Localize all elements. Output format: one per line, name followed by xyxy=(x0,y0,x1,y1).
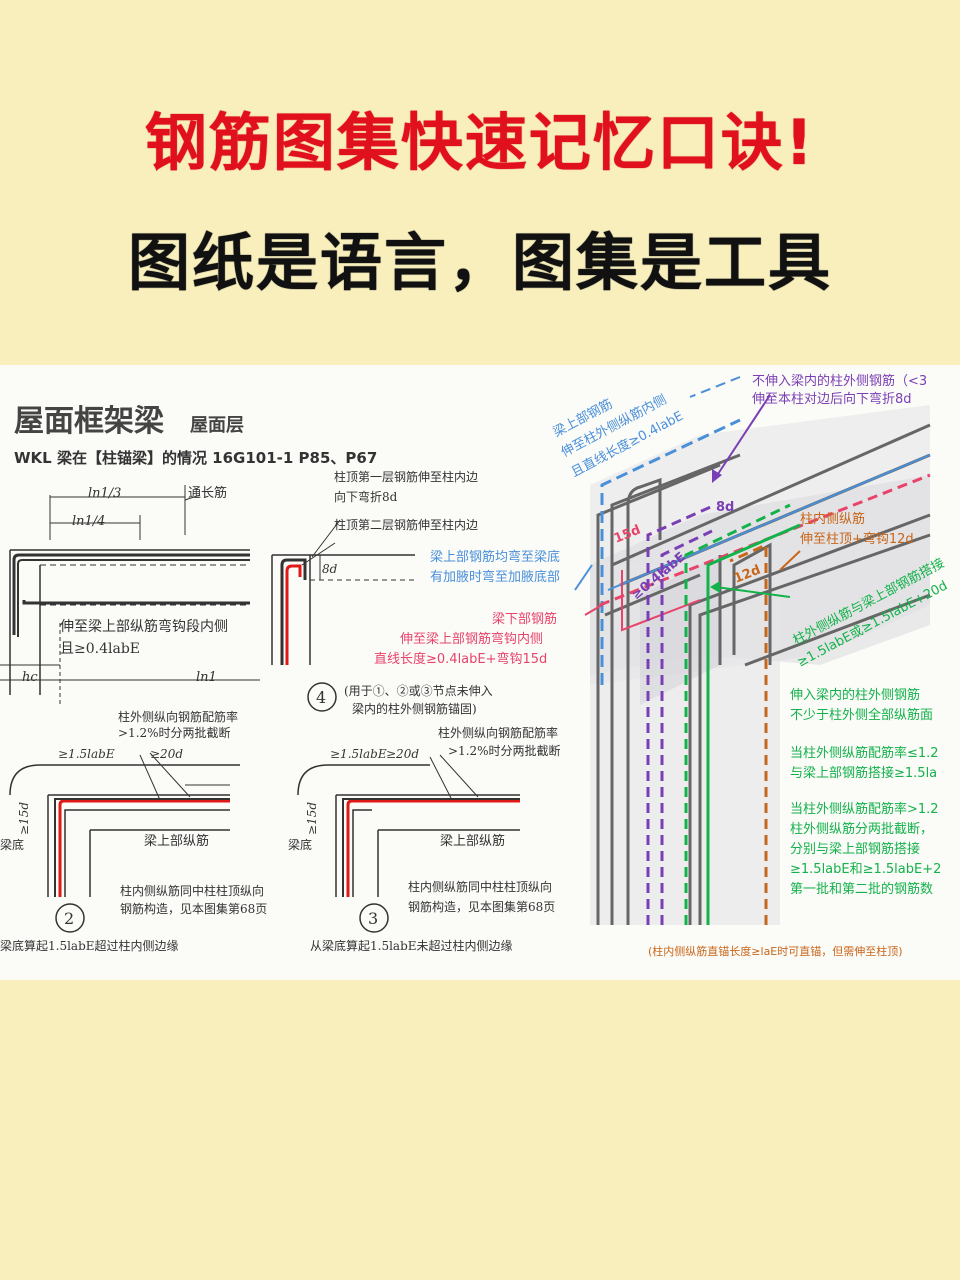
green-column-bar xyxy=(684,503,791,925)
joint-3d-model xyxy=(590,405,930,925)
d1-note-line1: 伸至梁上部纵筋弯钩段内侧 xyxy=(60,618,228,635)
info3-line3: 分别与梁上部钢筋搭接 xyxy=(790,841,920,857)
pink-label-line1: 梁下部钢筋 xyxy=(492,611,557,627)
info2-line1: 当柱外侧纵筋配筋率≤1.2 xyxy=(790,745,939,761)
purple-column-bar-2 xyxy=(660,529,713,925)
d3-note-bottom-line1: 柱内侧纵筋同中柱柱顶纵向 xyxy=(408,879,552,894)
left-title: 屋面框架梁 xyxy=(14,404,164,439)
info1-line2: 不少于柱外侧全部纵筋面 xyxy=(790,707,933,723)
d3-note-bottom-line2: 钢筋构造，见本图集第68页 xyxy=(408,899,555,914)
d1-hc: hc xyxy=(22,670,38,685)
info2-line2: 与梁上部钢筋搭接≥1.5la xyxy=(790,765,937,781)
d4-circle-number: 4 xyxy=(316,688,326,707)
d4-circle xyxy=(307,682,337,712)
pink-label-line2: 伸至梁上部钢筋弯钩内侧 xyxy=(400,631,543,647)
d1-ln1: ln1 xyxy=(196,670,217,685)
d2-note-top-line1: 柱外侧纵向钢筋配筋率 xyxy=(118,709,238,724)
info3-line4: ≥1.5labE和≥1.5labE+2 xyxy=(790,862,941,877)
colored-rebars xyxy=(599,418,931,925)
d2-note-bottom-line1: 柱内侧纵筋同中柱柱顶纵向 xyxy=(120,883,264,898)
purple-label-line1: 不伸入梁内的柱外侧钢筋（<3 xyxy=(752,373,927,389)
blue-note-line2: 有加腋时弯至加腋底部 xyxy=(430,569,560,585)
d1-note-line2: 且≥0.4labE xyxy=(60,641,140,657)
left-title-suffix: 屋面层 xyxy=(190,415,244,436)
d4-note1-line1: 柱顶第一层钢筋伸至柱内边 xyxy=(334,469,478,484)
d3-note-top-line1: 柱外侧纵向钢筋配筋率 xyxy=(438,725,558,740)
orange-label-line2: 伸至柱顶+弯钩12d xyxy=(800,531,914,547)
info1-line1: 伸入梁内的柱外侧钢筋 xyxy=(790,687,920,703)
d1-dim-ln1-4: ln1/4 xyxy=(72,514,105,529)
d2-top-bar: 梁上部纵筋 xyxy=(144,833,209,849)
blue-beam-top-bar xyxy=(600,418,741,685)
d4-dim-8d: 8d xyxy=(322,562,338,576)
d2-dim-15labe: ≥1.5labE xyxy=(58,747,115,761)
pointer-arrows xyxy=(574,376,801,616)
d3-top-bar: 梁上部纵筋 xyxy=(440,833,505,849)
left-subtitle: WKL 梁在【柱锚梁】的情况 16G101-1 P85、P67 xyxy=(14,449,377,467)
right-dim-8d: 8d xyxy=(716,500,734,515)
purple-label-line2: 伸至本柱对边后向下弯折8d xyxy=(752,391,912,407)
info3-line1: 当柱外侧纵筋配筋率>1.2 xyxy=(790,801,939,817)
d3-caption: 从梁底算起1.5labE未超过柱内侧边缘 xyxy=(310,938,513,953)
blue-note-line1: 梁上部钢筋均弯至梁底 xyxy=(430,549,560,565)
orange-label-line1: 柱内侧纵筋 xyxy=(800,511,865,527)
d3-beam-bottom: 梁底 xyxy=(288,837,312,852)
d2-note-top-line2: >1.2%时分两批截断 xyxy=(118,725,231,740)
right-footnote: (柱内侧纵筋直锚长度≥laE时可直锚，但需伸至柱顶) xyxy=(648,944,903,958)
right-info-block: 伸入梁内的柱外侧钢筋 不少于柱外侧全部纵筋面 当柱外侧纵筋配筋率≤1.2 与梁上… xyxy=(790,687,941,897)
diagram-4 xyxy=(271,519,415,665)
orange-column-inner-bar xyxy=(729,542,768,925)
d3-circle xyxy=(359,903,389,933)
pink-hook xyxy=(621,570,701,632)
diagram-2 xyxy=(9,752,240,897)
purple-column-bar xyxy=(646,503,716,925)
d2-beam-bottom: 梁底 xyxy=(0,837,24,852)
d2-caption: 梁底算起1.5labE超过柱内侧边缘 xyxy=(0,938,179,953)
d2-dim-15d: ≥15d xyxy=(17,802,31,835)
d4-note2: 柱顶第二层钢筋伸至柱内边 xyxy=(334,517,478,532)
pink-label-line3: 直线长度≥0.4labE+弯钩15d xyxy=(374,651,547,667)
d3-note-top-line2: >1.2%时分两批截断 xyxy=(448,743,561,758)
rebar-diagram: 屋面框架梁 屋面层 WKL 梁在【柱锚梁】的情况 16G101-1 P85、P6… xyxy=(0,373,950,958)
d1-tong-chang-jin: 通长筋 xyxy=(188,485,227,501)
info3-line5: 第一批和第二批的钢筋数 xyxy=(790,881,933,897)
diagram-panel: 屋面框架梁 屋面层 WKL 梁在【柱锚梁】的情况 16G101-1 P85、P6… xyxy=(0,365,960,980)
page-title: 钢筋图集快速记忆口诀! xyxy=(144,106,816,179)
d1-dim-ln1-3: ln1/3 xyxy=(88,486,121,501)
d2-circle-number: 2 xyxy=(64,909,74,928)
diagram-1 xyxy=(0,485,260,705)
d2-dim-20d: ≥20d xyxy=(150,747,183,761)
d3-circle-number: 3 xyxy=(368,909,378,928)
d4-note1-line2: 向下弯折8d xyxy=(334,489,398,504)
d3-dim-20d: ≥20d xyxy=(386,747,419,761)
d2-circle xyxy=(55,903,85,933)
green-lap-bar xyxy=(706,523,801,925)
d3-dim-15labe: ≥1.5labE xyxy=(330,747,387,761)
page-subtitle: 图纸是语言，图集是工具 xyxy=(127,226,832,299)
diagram-3 xyxy=(297,754,520,897)
d3-dim-15d: ≥15d xyxy=(305,802,319,835)
info3-line2: 柱外侧纵筋分两批截断， xyxy=(790,821,933,837)
d4-caption-line1: (用于①、②或③节点未伸入 xyxy=(344,684,493,698)
d4-caption-line2: 梁内的柱外侧钢筋锚固) xyxy=(352,701,477,716)
pink-beam-bottom-bar xyxy=(599,473,931,607)
d2-note-bottom-line2: 钢筋构造，见本图集第68页 xyxy=(120,901,267,916)
